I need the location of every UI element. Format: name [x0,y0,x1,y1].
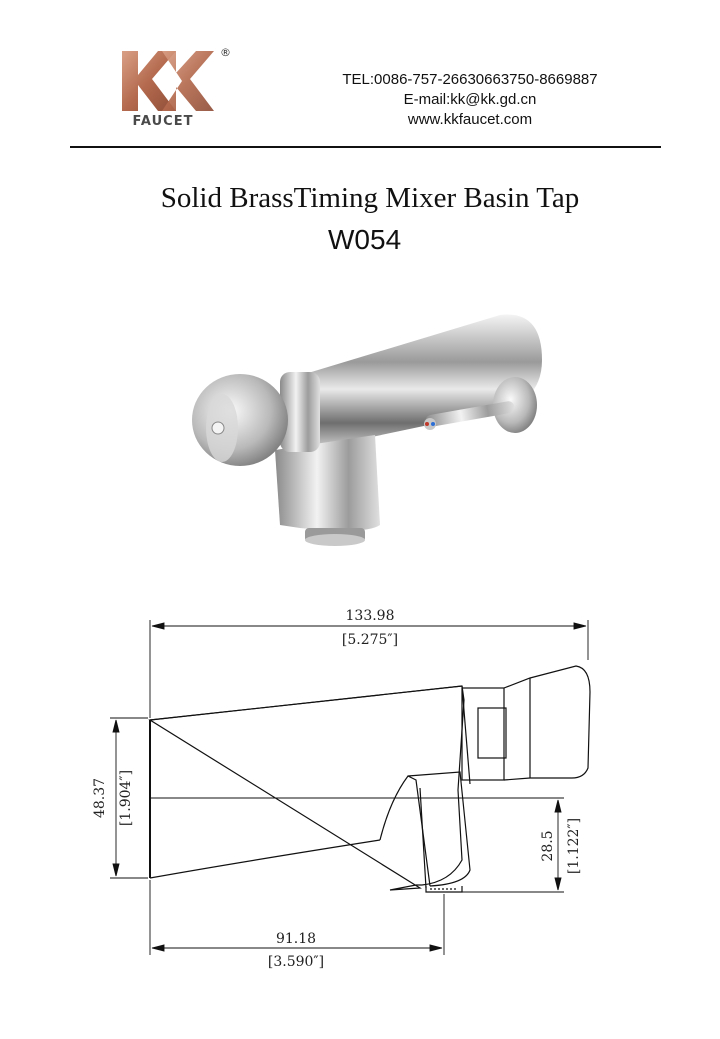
dimension-drawing: 133.98 [5.275″] 48.37 [1.904″] 28.5 [1.1… [92,608,591,970]
brand-word: FAUCET [132,114,194,129]
header-divider [70,146,661,148]
registered-mark: ® [220,46,231,59]
email-line: E-mail:kk@kk.gd.cn [403,91,537,108]
kk-logo [122,51,214,111]
contact-block: TEL:0086-757-26630663750-8669887 E-mail:… [300,70,640,130]
tel-line: TEL:0086-757-26630663750-8669887 [342,71,598,88]
height-mm: 48.37 [92,778,108,818]
overall-length-mm: 133.98 [346,608,395,624]
overall-length-in: [5.275″] [342,632,398,648]
product-photo [192,314,542,546]
outlet-distance-in: [3.590″] [268,954,324,970]
website-line: www.kkfaucet.com [407,111,533,128]
product-title: Solid BrassTiming Mixer Basin Tap [160,182,580,214]
model-number: W054 [328,224,402,255]
outlet-height-mm: 28.5 [540,830,556,861]
outlet-height-in: [1.122″] [566,818,582,874]
height-in: [1.904″] [118,770,134,826]
outlet-distance-mm: 91.18 [276,931,316,947]
